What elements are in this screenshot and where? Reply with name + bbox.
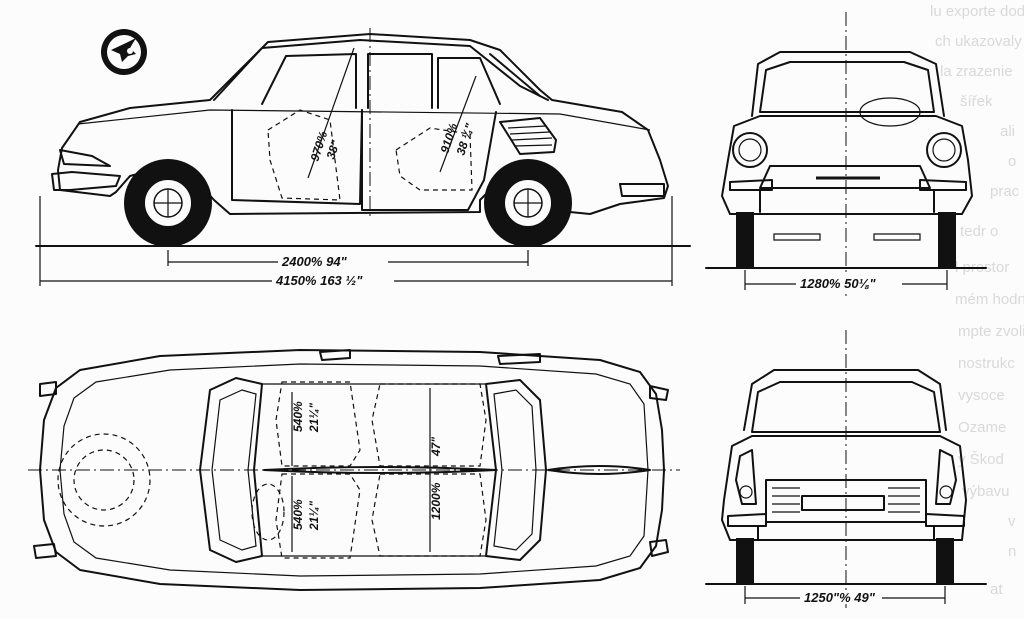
rear-right-tyre: [936, 538, 954, 584]
bleed-line-14: y Škod: [958, 451, 1004, 468]
skoda-logo: [101, 29, 147, 75]
bleed-line-2: la zrazenie: [940, 63, 1013, 80]
front-view: 1280% 50⅛": [705, 12, 987, 300]
side-rear-wheel: [484, 159, 572, 247]
bleed-line-18: at: [990, 581, 1003, 598]
bleed-line-5: o: [1008, 153, 1016, 170]
bleed-line-12: vysoce: [958, 387, 1005, 404]
top-interior-width-metric: 1200%: [429, 482, 443, 520]
bleed-line-9: mém hodnot: [955, 291, 1024, 308]
overall-length-label: 4150% 163 ½": [275, 273, 363, 288]
top-front-seat-imperial: 21¼": [307, 403, 321, 433]
wheelbase-label: 2400% 94": [281, 254, 348, 269]
bleed-through-text: lu exporte dodé ch ukazovaly la zrazenie…: [930, 3, 1024, 598]
bleed-line-3: šířek: [960, 93, 993, 110]
top-view: 540% 21¼" 540% 21¼" 1200% 47": [28, 349, 680, 591]
bleed-line-0: lu exporte dodé: [930, 3, 1024, 20]
front-left-tyre: [736, 212, 754, 268]
bleed-line-10: mpte zvolila: [958, 323, 1024, 340]
top-rear-seat-imperial: 21¼": [307, 501, 321, 531]
bleed-line-4: ali: [1000, 123, 1015, 140]
side-front-seat-imperial: 38": [324, 138, 343, 161]
rear-track-label: 1250"% 49": [804, 590, 876, 605]
bleed-line-13: Ozame: [958, 419, 1006, 436]
rear-left-tyre: [736, 538, 754, 584]
top-front-seat-metric: 540%: [291, 401, 305, 432]
bleed-line-17: n: [1008, 543, 1016, 560]
rear-left-taillight: [735, 449, 757, 505]
front-left-headlight: [732, 132, 768, 168]
side-front-wheel: [124, 159, 212, 247]
front-right-headlight: [926, 132, 962, 168]
rear-vent: [499, 117, 557, 155]
rear-right-taillight: [935, 449, 957, 505]
rear-view: 1250"% 49": [705, 330, 987, 610]
bleed-line-16: v: [1008, 513, 1016, 530]
bleed-line-7: tedr o: [960, 223, 998, 240]
side-view: 970% 38" 910% 38 ¼" 2400% 94" 4150% 163 …: [35, 28, 691, 288]
bleed-line-1: ch ukazovaly: [935, 33, 1022, 50]
top-interior-width-imperial: 47": [429, 437, 443, 457]
bleed-line-15: výbavu: [962, 483, 1010, 500]
top-rear-seat-metric: 540%: [291, 499, 305, 530]
front-track-label: 1280% 50⅛": [800, 276, 876, 291]
front-right-tyre: [938, 212, 956, 268]
bleed-line-6: prac: [990, 183, 1020, 200]
bleed-line-11: nostrukc: [958, 355, 1015, 372]
